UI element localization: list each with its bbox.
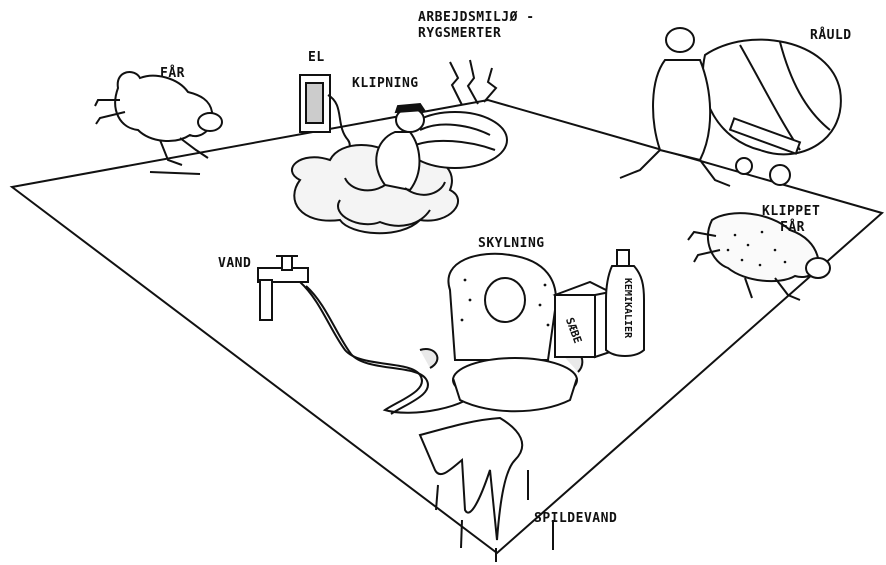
label-waste-water: SPILDEVAND xyxy=(534,511,617,527)
label-electricity: EL xyxy=(308,50,325,66)
label-shearing: KLIPNING xyxy=(352,76,419,92)
soap-box-icon: SÆBE xyxy=(555,282,610,357)
label-water: VAND xyxy=(218,256,251,272)
label-work-environment-line2: RYGSMERTER xyxy=(418,26,501,42)
pain-lightning-icon xyxy=(450,60,496,105)
label-clipped-line1: KLIPPET xyxy=(762,204,820,220)
chemicals-label: KEMIKALIER xyxy=(622,278,633,339)
label-raw-wool: RÅULD xyxy=(810,28,852,44)
label-clipped-line2: FÅR xyxy=(780,220,805,236)
label-sheep: FÅR xyxy=(160,66,185,82)
label-rinsing: SKYLNING xyxy=(478,236,545,252)
label-work-environment-line1: ARBEJDSMILJØ - xyxy=(418,10,535,26)
